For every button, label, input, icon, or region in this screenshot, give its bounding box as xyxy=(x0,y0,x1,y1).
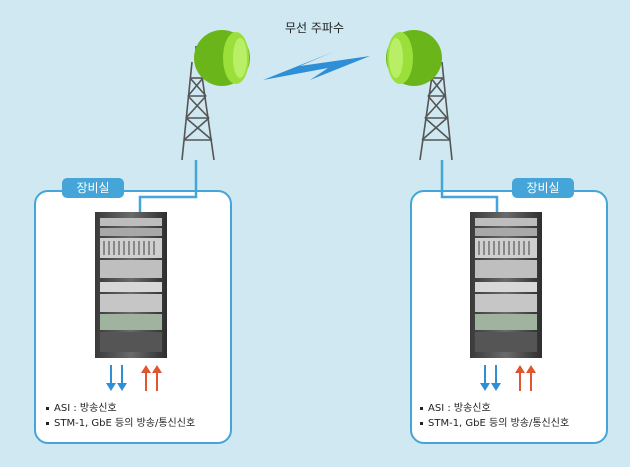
right-up-arrows-icon xyxy=(515,365,536,391)
legend-item: ASI : 방송신호 xyxy=(420,401,569,416)
bullet-icon xyxy=(46,421,49,425)
right-room-label: 장비실 xyxy=(512,178,574,198)
left-room-label: 장비실 xyxy=(62,178,124,198)
right-server-rack-icon xyxy=(470,212,542,358)
right-tower xyxy=(419,46,453,161)
left-server-rack-icon xyxy=(95,212,167,358)
right-cable xyxy=(440,160,499,213)
legend-item: STM-1, GbE 등의 방송/통신신호 xyxy=(46,416,195,431)
left-antenna-dish-icon xyxy=(194,30,250,86)
left-cable xyxy=(138,160,198,213)
legend-item: STM-1, GbE 등의 방송/통신신호 xyxy=(420,416,569,431)
bullet-icon xyxy=(420,406,423,410)
right-antenna-dish-icon xyxy=(386,30,442,86)
right-legend: ASI : 방송신호 STM-1, GbE 등의 방송/통신신호 xyxy=(420,401,569,431)
wireless-signal-icon xyxy=(263,52,370,80)
bullet-icon xyxy=(420,421,423,425)
left-up-arrows-icon xyxy=(141,365,162,391)
legend-item: ASI : 방송신호 xyxy=(46,401,195,416)
left-legend: ASI : 방송신호 STM-1, GbE 등의 방송/통신신호 xyxy=(46,401,195,431)
frequency-label: 무선 주파수 xyxy=(285,21,345,35)
right-down-arrows-icon xyxy=(480,365,501,391)
left-down-arrows-icon xyxy=(106,365,127,391)
bullet-icon xyxy=(46,406,49,410)
